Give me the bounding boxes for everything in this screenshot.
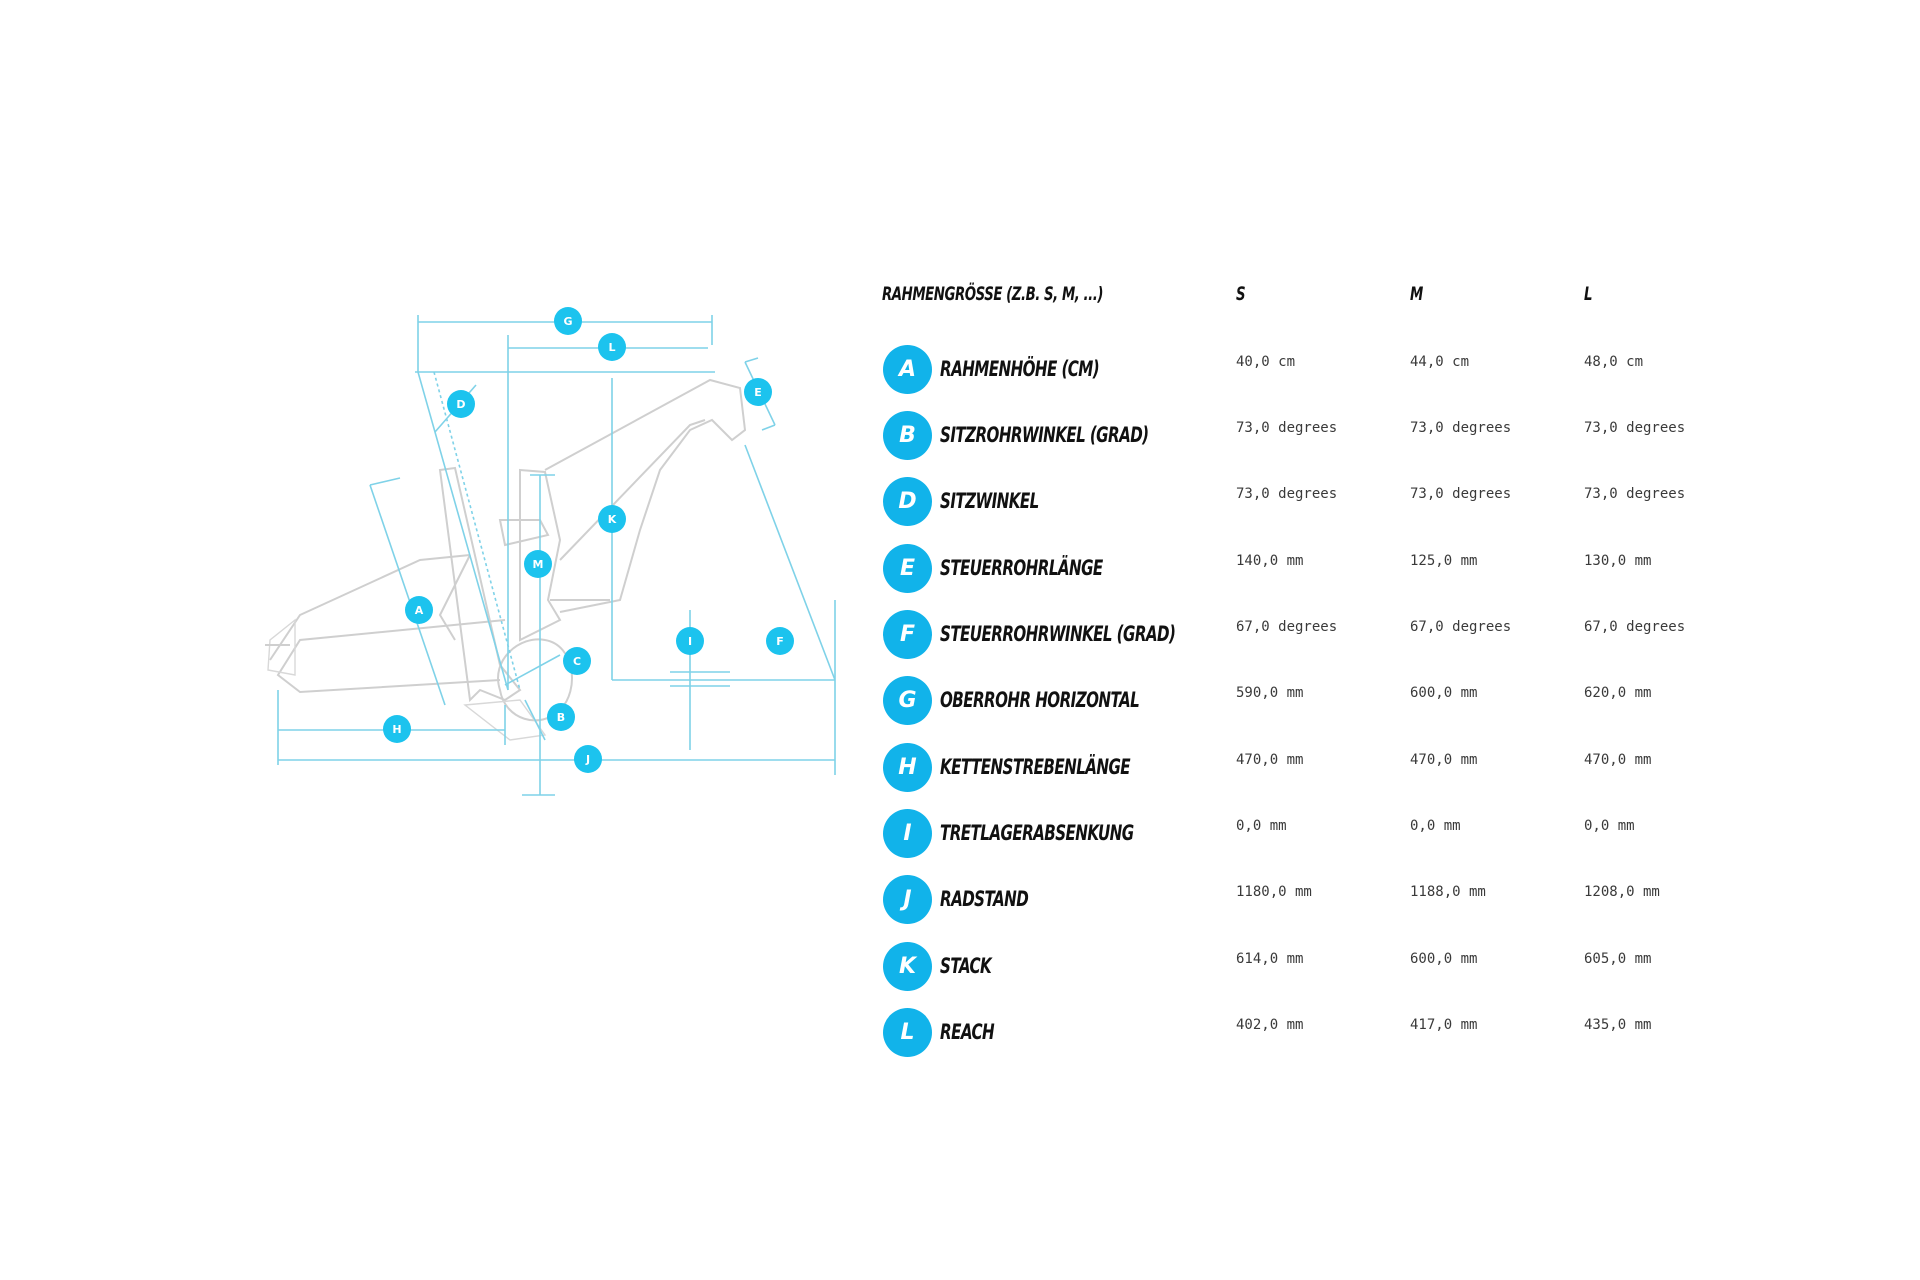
svg-text:I: I — [688, 635, 692, 648]
value-m: 73,0 degrees — [1410, 420, 1512, 436]
svg-text:F: F — [776, 635, 784, 648]
value-m: 600,0 mm — [1410, 951, 1478, 967]
value-m: 73,0 degrees — [1410, 486, 1512, 502]
value-l: 605,0 mm — [1584, 951, 1652, 967]
marker-k: K — [598, 505, 626, 533]
row-letter-badge: A — [883, 345, 932, 394]
svg-text:C: C — [573, 655, 581, 668]
value-m: 1188,0 mm — [1410, 884, 1486, 900]
size-header-s: S — [1236, 283, 1246, 305]
value-m: 67,0 degrees — [1410, 619, 1512, 635]
svg-text:A: A — [415, 604, 424, 617]
value-l: 0,0 mm — [1584, 818, 1635, 834]
row-label: STEUERROHRLÄNGE — [940, 556, 1103, 580]
value-m: 0,0 mm — [1410, 818, 1461, 834]
svg-text:E: E — [754, 386, 762, 399]
table-row: G OBERROHR HORIZONTAL 590,0 mm 600,0 mm … — [880, 676, 1880, 732]
value-l: 470,0 mm — [1584, 752, 1652, 768]
table-row: F STEUERROHRWINKEL (GRAD) 67,0 degrees 6… — [880, 610, 1880, 666]
svg-text:G: G — [563, 315, 572, 328]
table-row: B SITZROHRWINKEL (GRAD) 73,0 degrees 73,… — [880, 411, 1880, 467]
value-s: 590,0 mm — [1236, 685, 1304, 701]
marker-e: E — [744, 378, 772, 406]
bike-geometry-diagram: G L D E K M A I F C B H J — [265, 307, 836, 796]
row-letter-badge: K — [883, 942, 932, 991]
table-row: E STEUERROHRLÄNGE 140,0 mm 125,0 mm 130,… — [880, 544, 1880, 600]
marker-f: F — [766, 627, 794, 655]
size-header-m: M — [1410, 283, 1423, 305]
row-label: OBERROHR HORIZONTAL — [940, 688, 1140, 712]
value-l: 73,0 degrees — [1584, 420, 1686, 436]
marker-a: A — [405, 596, 433, 624]
marker-c: C — [563, 647, 591, 675]
row-letter-badge: H — [883, 743, 932, 792]
svg-text:K: K — [608, 513, 617, 526]
marker-m: M — [524, 550, 552, 578]
row-label: RAHMENHÖHE (CM) — [940, 357, 1100, 381]
marker-g: G — [554, 307, 582, 335]
size-header-l: L — [1584, 283, 1593, 305]
value-l: 435,0 mm — [1584, 1017, 1652, 1033]
value-s: 402,0 mm — [1236, 1017, 1304, 1033]
value-s: 73,0 degrees — [1236, 486, 1338, 502]
marker-l: L — [598, 333, 626, 361]
row-letter-badge: E — [883, 544, 932, 593]
table-row: K STACK 614,0 mm 600,0 mm 605,0 mm — [880, 942, 1880, 998]
value-m: 417,0 mm — [1410, 1017, 1478, 1033]
table-row: D SITZWINKEL 73,0 degrees 73,0 degrees 7… — [880, 477, 1880, 533]
value-s: 470,0 mm — [1236, 752, 1304, 768]
table-row: I TRETLAGERABSENKUNG 0,0 mm 0,0 mm 0,0 m… — [880, 809, 1880, 865]
marker-j: J — [574, 745, 602, 773]
marker-d: D — [447, 390, 475, 418]
value-s: 73,0 degrees — [1236, 420, 1338, 436]
row-label: TRETLAGERABSENKUNG — [940, 821, 1134, 845]
value-m: 470,0 mm — [1410, 752, 1478, 768]
row-letter-badge: D — [883, 477, 932, 526]
row-label: REACH — [940, 1020, 995, 1044]
row-label: SITZWINKEL — [940, 489, 1039, 513]
row-letter-badge: I — [883, 809, 932, 858]
svg-text:M: M — [533, 558, 544, 571]
value-s: 67,0 degrees — [1236, 619, 1338, 635]
bike-frame-outline — [265, 378, 747, 741]
row-letter-badge: B — [883, 411, 932, 460]
svg-text:H: H — [392, 723, 401, 736]
table-row: A RAHMENHÖHE (CM) 40,0 cm 44,0 cm 48,0 c… — [880, 345, 1880, 401]
value-s: 140,0 mm — [1236, 553, 1304, 569]
row-label: STACK — [940, 954, 992, 978]
value-l: 130,0 mm — [1584, 553, 1652, 569]
row-letter-badge: J — [883, 875, 932, 924]
row-label: STEUERROHRWINKEL (GRAD) — [940, 622, 1176, 646]
row-label: KETTENSTREBENLÄNGE — [940, 755, 1131, 779]
marker-i: I — [676, 627, 704, 655]
row-letter-badge: F — [883, 610, 932, 659]
table-row: J RADSTAND 1180,0 mm 1188,0 mm 1208,0 mm — [880, 875, 1880, 931]
value-l: 1208,0 mm — [1584, 884, 1660, 900]
value-l: 67,0 degrees — [1584, 619, 1686, 635]
frame-size-header: RAHMENGRÖSSE (Z.B. S, M, ...) — [882, 283, 1103, 305]
value-s: 0,0 mm — [1236, 818, 1287, 834]
table-row: H KETTENSTREBENLÄNGE 470,0 mm 470,0 mm 4… — [880, 743, 1880, 799]
value-s: 40,0 cm — [1236, 354, 1296, 370]
row-letter-badge: G — [883, 676, 932, 725]
value-s: 614,0 mm — [1236, 951, 1304, 967]
value-l: 73,0 degrees — [1584, 486, 1686, 502]
table-row: L REACH 402,0 mm 417,0 mm 435,0 mm — [880, 1008, 1880, 1064]
svg-text:L: L — [608, 341, 615, 354]
value-m: 600,0 mm — [1410, 685, 1478, 701]
marker-h: H — [383, 715, 411, 743]
row-letter-badge: L — [883, 1008, 932, 1057]
marker-b: B — [547, 703, 575, 731]
svg-text:B: B — [557, 711, 565, 724]
value-m: 125,0 mm — [1410, 553, 1478, 569]
value-s: 1180,0 mm — [1236, 884, 1312, 900]
row-label: SITZROHRWINKEL (GRAD) — [940, 423, 1149, 447]
value-l: 48,0 cm — [1584, 354, 1644, 370]
value-l: 620,0 mm — [1584, 685, 1652, 701]
row-label: RADSTAND — [940, 887, 1029, 911]
value-m: 44,0 cm — [1410, 354, 1470, 370]
svg-text:D: D — [456, 398, 465, 411]
svg-text:J: J — [585, 753, 590, 766]
